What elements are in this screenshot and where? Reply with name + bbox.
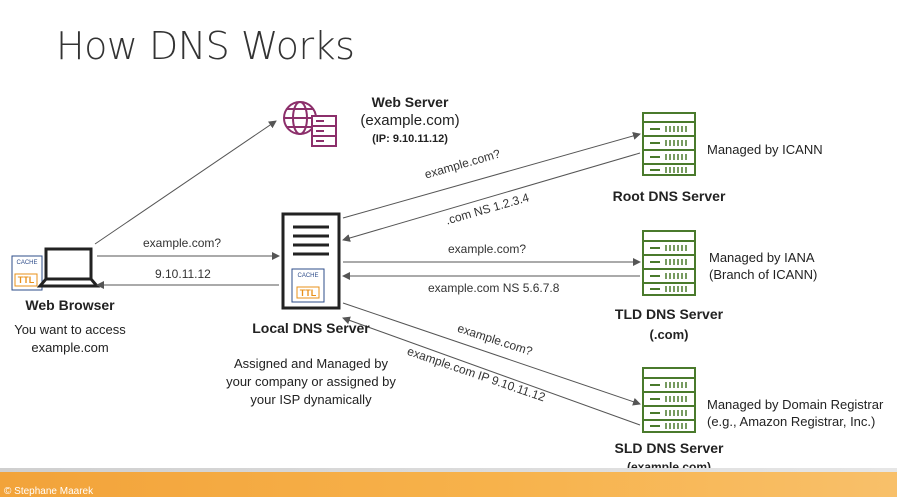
copyright: © Stephane Maarek xyxy=(4,486,94,497)
arrow-local-to-sld xyxy=(342,302,641,406)
local-dns-desc-3: your ISP dynamically xyxy=(250,392,372,407)
web-server-domain: (example.com) xyxy=(360,112,460,129)
web-server-ip: (IP: 9.10.11.12) xyxy=(372,133,448,145)
sld-dns-managed-2: (e.g., Amazon Registrar, Inc.) xyxy=(707,414,876,429)
sld-dns-managed-1: Managed by Domain Registrar xyxy=(707,397,884,412)
web-browser-desc-1: You want to access xyxy=(14,322,126,337)
edge-tld-query: example.com? xyxy=(448,242,527,256)
local-cache-label: CACHE xyxy=(297,273,319,279)
tld-dns-server-icon xyxy=(642,230,696,296)
sld-dns-title: SLD DNS Server xyxy=(614,440,724,456)
page-title: How DNS Works xyxy=(56,24,355,68)
arrow-root-to-local xyxy=(342,152,641,242)
browser-ttl-label: TTL xyxy=(17,275,35,285)
local-dns-server-icon xyxy=(281,212,341,310)
arrow-sld-to-local xyxy=(342,316,641,426)
sld-dns-server-icon xyxy=(642,367,696,433)
footer-band xyxy=(0,472,897,497)
edge-tld-answer: example.com NS 5.6.7.8 xyxy=(428,281,560,295)
web-server-icon xyxy=(283,101,337,147)
footer-divider xyxy=(0,468,897,474)
tld-dns-managed-1: Managed by IANA xyxy=(709,250,815,265)
web-browser-desc-2: example.com xyxy=(31,340,109,355)
tld-dns-title: TLD DNS Server xyxy=(614,306,724,322)
browser-cache-label: CACHE xyxy=(16,260,38,266)
local-ttl-label: TTL xyxy=(299,288,317,298)
web-server-title: Web Server xyxy=(371,94,449,110)
local-dns-desc-1: Assigned and Managed by xyxy=(234,356,388,371)
root-dns-managed: Managed by ICANN xyxy=(707,142,823,157)
local-dns-desc-2: your company or assigned by xyxy=(226,374,396,389)
web-browser-title: Web Browser xyxy=(25,297,115,313)
arrow-local-to-web xyxy=(94,120,277,245)
arrow-local-to-root xyxy=(342,132,641,219)
web-browser-icon xyxy=(11,247,101,291)
tld-dns-managed-2: (Branch of ICANN) xyxy=(709,267,818,282)
edge-browser-answer: 9.10.11.12 xyxy=(155,267,211,281)
root-dns-title: Root DNS Server xyxy=(612,188,726,204)
tld-dns-subtitle: (.com) xyxy=(649,327,689,342)
local-dns-title: Local DNS Server xyxy=(252,320,370,336)
root-dns-server-icon xyxy=(642,112,696,176)
edge-browser-query: example.com? xyxy=(143,236,222,250)
